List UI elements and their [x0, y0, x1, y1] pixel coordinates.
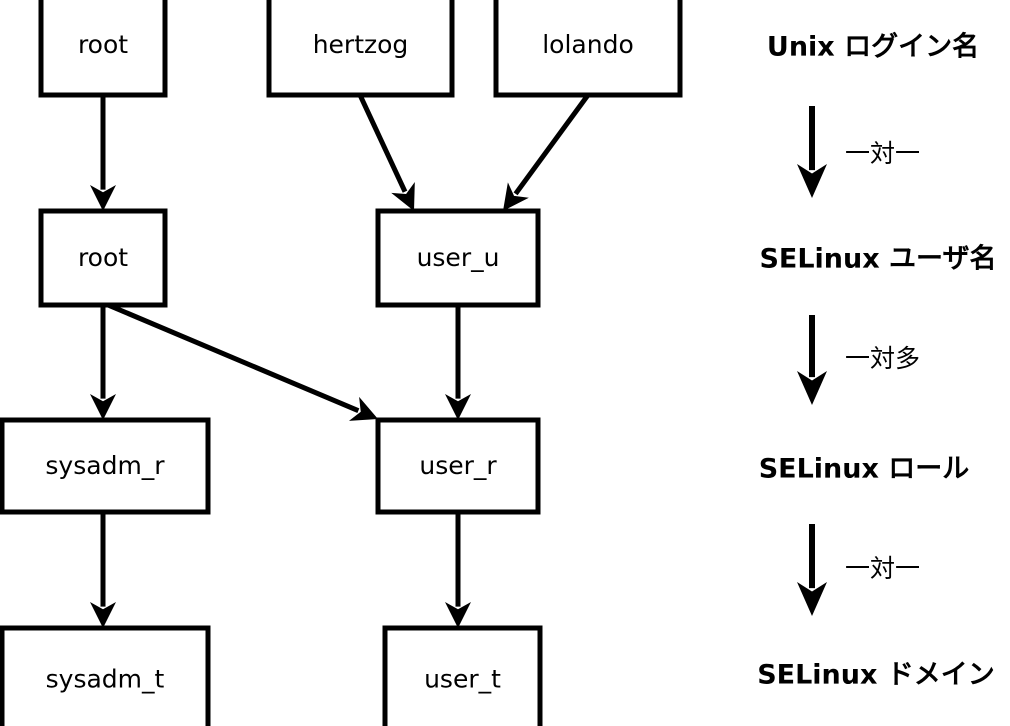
node-unix-root[interactable]: root	[38, 0, 168, 98]
node-role-user[interactable]: user_r	[375, 417, 541, 515]
node-seuser-root[interactable]: root	[38, 208, 168, 308]
legend-relation-one-to-one-upper: 一対一	[797, 106, 920, 198]
node-box-role-sysadm	[0, 417, 211, 515]
edge-root-to-seroot	[90, 95, 116, 211]
edges-group	[90, 93, 591, 628]
node-label-domain-user: user_t	[424, 665, 501, 694]
node-label-unix-root: root	[78, 30, 128, 59]
edge-hertzog-to-useru-shaft	[357, 93, 408, 193]
edge-seroot-to-sysadmr	[90, 305, 116, 420]
edge-userr-to-usert	[445, 512, 471, 628]
edge-seroot-to-userr	[107, 302, 378, 421]
node-box-domain-sysadm	[0, 625, 211, 726]
edge-seroot-to-userr-arrowhead-icon	[348, 396, 378, 421]
edge-sysadmr-to-sysadmt	[90, 512, 116, 628]
legend-relation-one-to-many-label: 一対多	[845, 344, 920, 373]
node-label-role-user: user_r	[419, 451, 497, 480]
node-label-unix-lolando: lolando	[542, 30, 634, 59]
node-box-unix-root	[38, 0, 168, 98]
node-domain-user[interactable]: user_t	[382, 625, 543, 726]
edge-useru-to-userr-arrowhead-icon	[445, 394, 471, 420]
node-box-role-user	[375, 417, 541, 515]
legend-relation-one-to-one-lower-label: 一対一	[845, 554, 920, 583]
node-label-role-sysadm: sysadm_r	[45, 451, 165, 480]
node-label-domain-sysadm: sysadm_t	[46, 665, 165, 694]
legend-relation-one-to-one-lower: 一対一	[797, 524, 920, 616]
node-seuser-user[interactable]: user_u	[375, 208, 541, 308]
node-label-unix-hertzog: hertzog	[313, 30, 409, 59]
edge-useru-to-userr	[445, 305, 471, 420]
edge-sysadmr-to-sysadmt-arrowhead-icon	[90, 602, 116, 628]
node-unix-lolando[interactable]: lolando	[493, 0, 683, 98]
legend-relation-one-to-one-upper-label: 一対一	[845, 139, 920, 168]
node-box-seuser-root	[38, 208, 168, 308]
legend-relation-one-to-many-arrow-down-icon	[797, 371, 827, 405]
edge-seroot-to-userr-shaft	[107, 302, 360, 414]
legend-relation-one-to-one-lower-arrow-down-icon	[797, 582, 827, 616]
node-box-unix-lolando	[493, 0, 683, 98]
legend-selinux-user: SELinux ユーザ名	[759, 243, 996, 275]
node-box-seuser-user	[375, 208, 541, 308]
edge-hertzog-to-useru	[357, 93, 415, 211]
node-label-seuser-root: root	[78, 243, 128, 272]
node-role-sysadm[interactable]: sysadm_r	[0, 417, 211, 515]
legend-relation-one-to-one-upper-arrow-down-icon	[797, 164, 827, 198]
edge-root-to-seroot-arrowhead-icon	[90, 185, 116, 211]
legend-relation-one-to-many: 一対多	[797, 315, 920, 405]
node-box-domain-user	[382, 625, 543, 726]
edge-hertzog-to-useru-arrowhead-icon	[391, 181, 415, 211]
legend-unix-login-name: Unix ログイン名	[767, 31, 979, 63]
legend-selinux-role: SELinux ロール	[759, 454, 970, 485]
edge-lolando-to-useru-shaft	[513, 93, 591, 196]
edge-lolando-to-useru-arrowhead-icon	[503, 182, 529, 211]
edge-lolando-to-useru	[503, 93, 591, 211]
legend-selinux-domain: SELinux ドメイン	[757, 660, 995, 691]
edge-userr-to-usert-arrowhead-icon	[445, 602, 471, 628]
node-unix-hertzog[interactable]: hertzog	[266, 0, 455, 98]
node-domain-sysadm[interactable]: sysadm_t	[0, 625, 211, 726]
node-label-seuser-user: user_u	[417, 243, 500, 272]
edge-seroot-to-sysadmr-arrowhead-icon	[90, 394, 116, 420]
node-box-unix-hertzog	[266, 0, 455, 98]
legend-group: Unix ログイン名 SELinux ユーザ名 SELinux ロール SELinux…	[757, 31, 996, 691]
